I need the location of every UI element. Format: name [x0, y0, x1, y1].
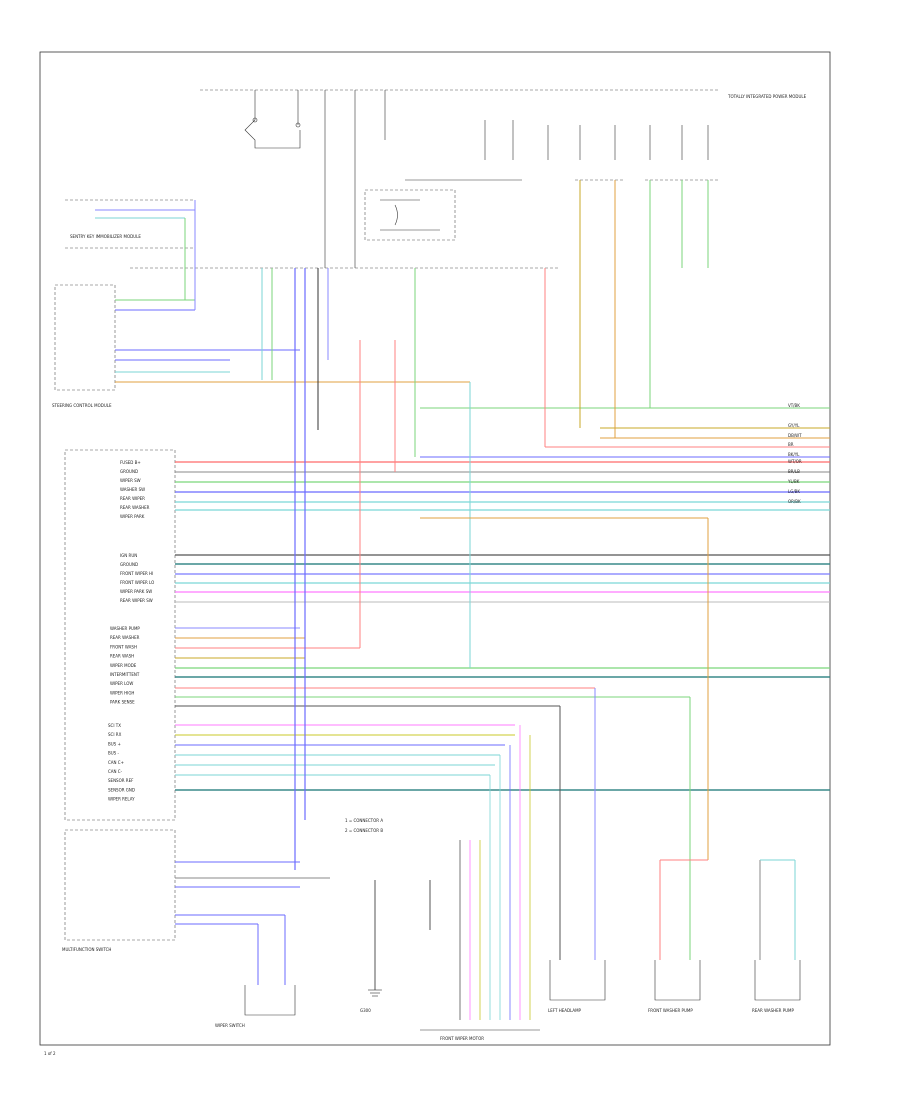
- wire-color-code: GY/YL: [788, 423, 800, 428]
- pin-label: WIPER PARK SW: [120, 589, 152, 594]
- pin-label: REAR WASHER: [110, 635, 140, 640]
- svg-text:FRONT WIPER MOTOR: FRONT WIPER MOTOR: [440, 1036, 484, 1041]
- pin-label: SENSOR GND: [108, 787, 135, 792]
- fuse-row: [484, 120, 720, 181]
- pin-label: WIPER HIGH: [110, 690, 134, 695]
- pin-label: BUS -: [108, 751, 119, 756]
- pin-label: REAR WIPER: [120, 496, 145, 501]
- wire-color-code: YL/BK: [787, 479, 800, 484]
- wiper-relay: [364, 179, 522, 241]
- svg-text:LEFT HEADLAMP: LEFT HEADLAMP: [548, 1008, 582, 1013]
- pin-label: WASHER PUMP: [110, 626, 140, 631]
- pin-labels-upper: FUSED B+ GROUND WIPER SW WASHER SW REAR WIPE…: [120, 460, 150, 519]
- body-control-module-box: [64, 449, 176, 821]
- pin-labels-lower: WASHER PUMP REAR WASHER FRONT WASH REAR WAS…: [110, 626, 140, 705]
- svg-text:SENTRY KEY IMMOBILIZER MODULE: SENTRY KEY IMMOBILIZER MODULE: [70, 234, 141, 239]
- legend: 1 = CONNECTOR A 2 = CONNECTOR B: [345, 818, 383, 833]
- wire-color-code: WT/OR: [788, 459, 802, 464]
- rear-washer-pump-connector: REAR WASHER PUMP: [752, 960, 801, 1013]
- ignition-switch-group: [244, 90, 386, 268]
- pin-label: FUSED B+: [120, 460, 141, 465]
- pin-label: IGN RUN: [120, 553, 137, 558]
- wire-color-code: BR: [788, 442, 794, 447]
- wire-color-code: VT/BK: [788, 403, 800, 408]
- wire-color-code: LG/BK: [788, 489, 800, 494]
- pin-label: WIPER SW: [120, 478, 141, 483]
- wiper-switch-connector: WIPER SWITCH: [215, 985, 296, 1028]
- pin-label: WIPER MODE: [110, 663, 137, 668]
- sentry-key-module: SENTRY KEY IMMOBILIZER MODULE: [65, 199, 195, 249]
- tipm-label: TOTALLY INTEGRATED POWER MODULE: [727, 94, 807, 99]
- pin-labels-bottom: SCI TX SCI RX BUS + BUS - CAN C+ CAN C- SENSOR…: [108, 723, 135, 802]
- pin-label: INTERMITTENT: [110, 672, 140, 677]
- pin-label: FRONT WASH: [110, 644, 137, 649]
- wire-color-code: BK/YL: [788, 452, 800, 457]
- pin-label: BUS +: [108, 741, 121, 746]
- svg-text:REAR WASHER PUMP: REAR WASHER PUMP: [752, 1008, 794, 1013]
- left-headlamp-connector: LEFT HEADLAMP: [548, 960, 606, 1013]
- right-edge-wire-codes: VT/BK GY/YL DB/WT BR BK/YL WT/OR BR/LB YL/BK LG/…: [787, 403, 802, 504]
- pin-label: REAR WASH: [110, 654, 134, 659]
- wire-harness-short: [95, 209, 690, 925]
- pin-label: SENSOR REF: [108, 778, 134, 783]
- wire-color-code: OR/BK: [788, 499, 801, 504]
- wire-color-code: DB/WT: [788, 433, 802, 438]
- pin-label: REAR WASHER: [120, 505, 150, 510]
- wire-color-code: BR/LB: [788, 469, 800, 474]
- svg-text:MULTIFUNCTION SWITCH: MULTIFUNCTION SWITCH: [62, 947, 111, 952]
- page-label: 1 of 2: [44, 1051, 56, 1056]
- module-bracket: FRONT WIPER MOTOR: [420, 1029, 540, 1041]
- pin-label: WIPER LOW: [110, 681, 133, 686]
- pin-label: SCI TX: [108, 723, 121, 728]
- pin-label: WIPER RELAY: [108, 797, 135, 802]
- svg-text:1 = CONNECTOR A: 1 = CONNECTOR A: [345, 818, 383, 823]
- pin-label: WASHER SW: [120, 487, 145, 492]
- wire-harness-horizontal: [175, 407, 830, 791]
- pin-labels-middle: IGN RUN GROUND FRONT WIPER HI FRONT WIPER L…: [120, 553, 154, 603]
- pin-label: FRONT WIPER LO: [120, 580, 154, 585]
- pin-label: PARK SENSE: [110, 700, 135, 705]
- ground-symbol: G300: [360, 989, 382, 1013]
- front-washer-pump-connector: FRONT WASHER PUMP: [648, 960, 701, 1013]
- svg-text:STEERING CONTROL MODULE: STEERING CONTROL MODULE: [52, 403, 112, 408]
- pin-label: CAN C+: [108, 760, 124, 765]
- pin-label: CAN C-: [108, 769, 123, 774]
- pin-label: WIPER PARK: [120, 514, 145, 519]
- pin-label: SCI RX: [108, 732, 122, 737]
- svg-text:WIPER SWITCH: WIPER SWITCH: [215, 1023, 245, 1028]
- diagram-border: [39, 51, 831, 1046]
- pin-label: GROUND: [120, 562, 138, 567]
- svg-text:G300: G300: [360, 1008, 371, 1013]
- multifunction-switch-box: [64, 829, 176, 941]
- wire-harness-vertical: [184, 180, 796, 1020]
- pin-label: GROUND: [120, 469, 138, 474]
- pin-label: FRONT WIPER HI: [120, 571, 153, 576]
- svg-text:FRONT WASHER PUMP: FRONT WASHER PUMP: [648, 1008, 693, 1013]
- steering-control-module: STEERING CONTROL MODULE: [52, 284, 116, 408]
- svg-text:2 = CONNECTOR B: 2 = CONNECTOR B: [345, 828, 383, 833]
- pin-label: REAR WIPER SW: [120, 598, 153, 603]
